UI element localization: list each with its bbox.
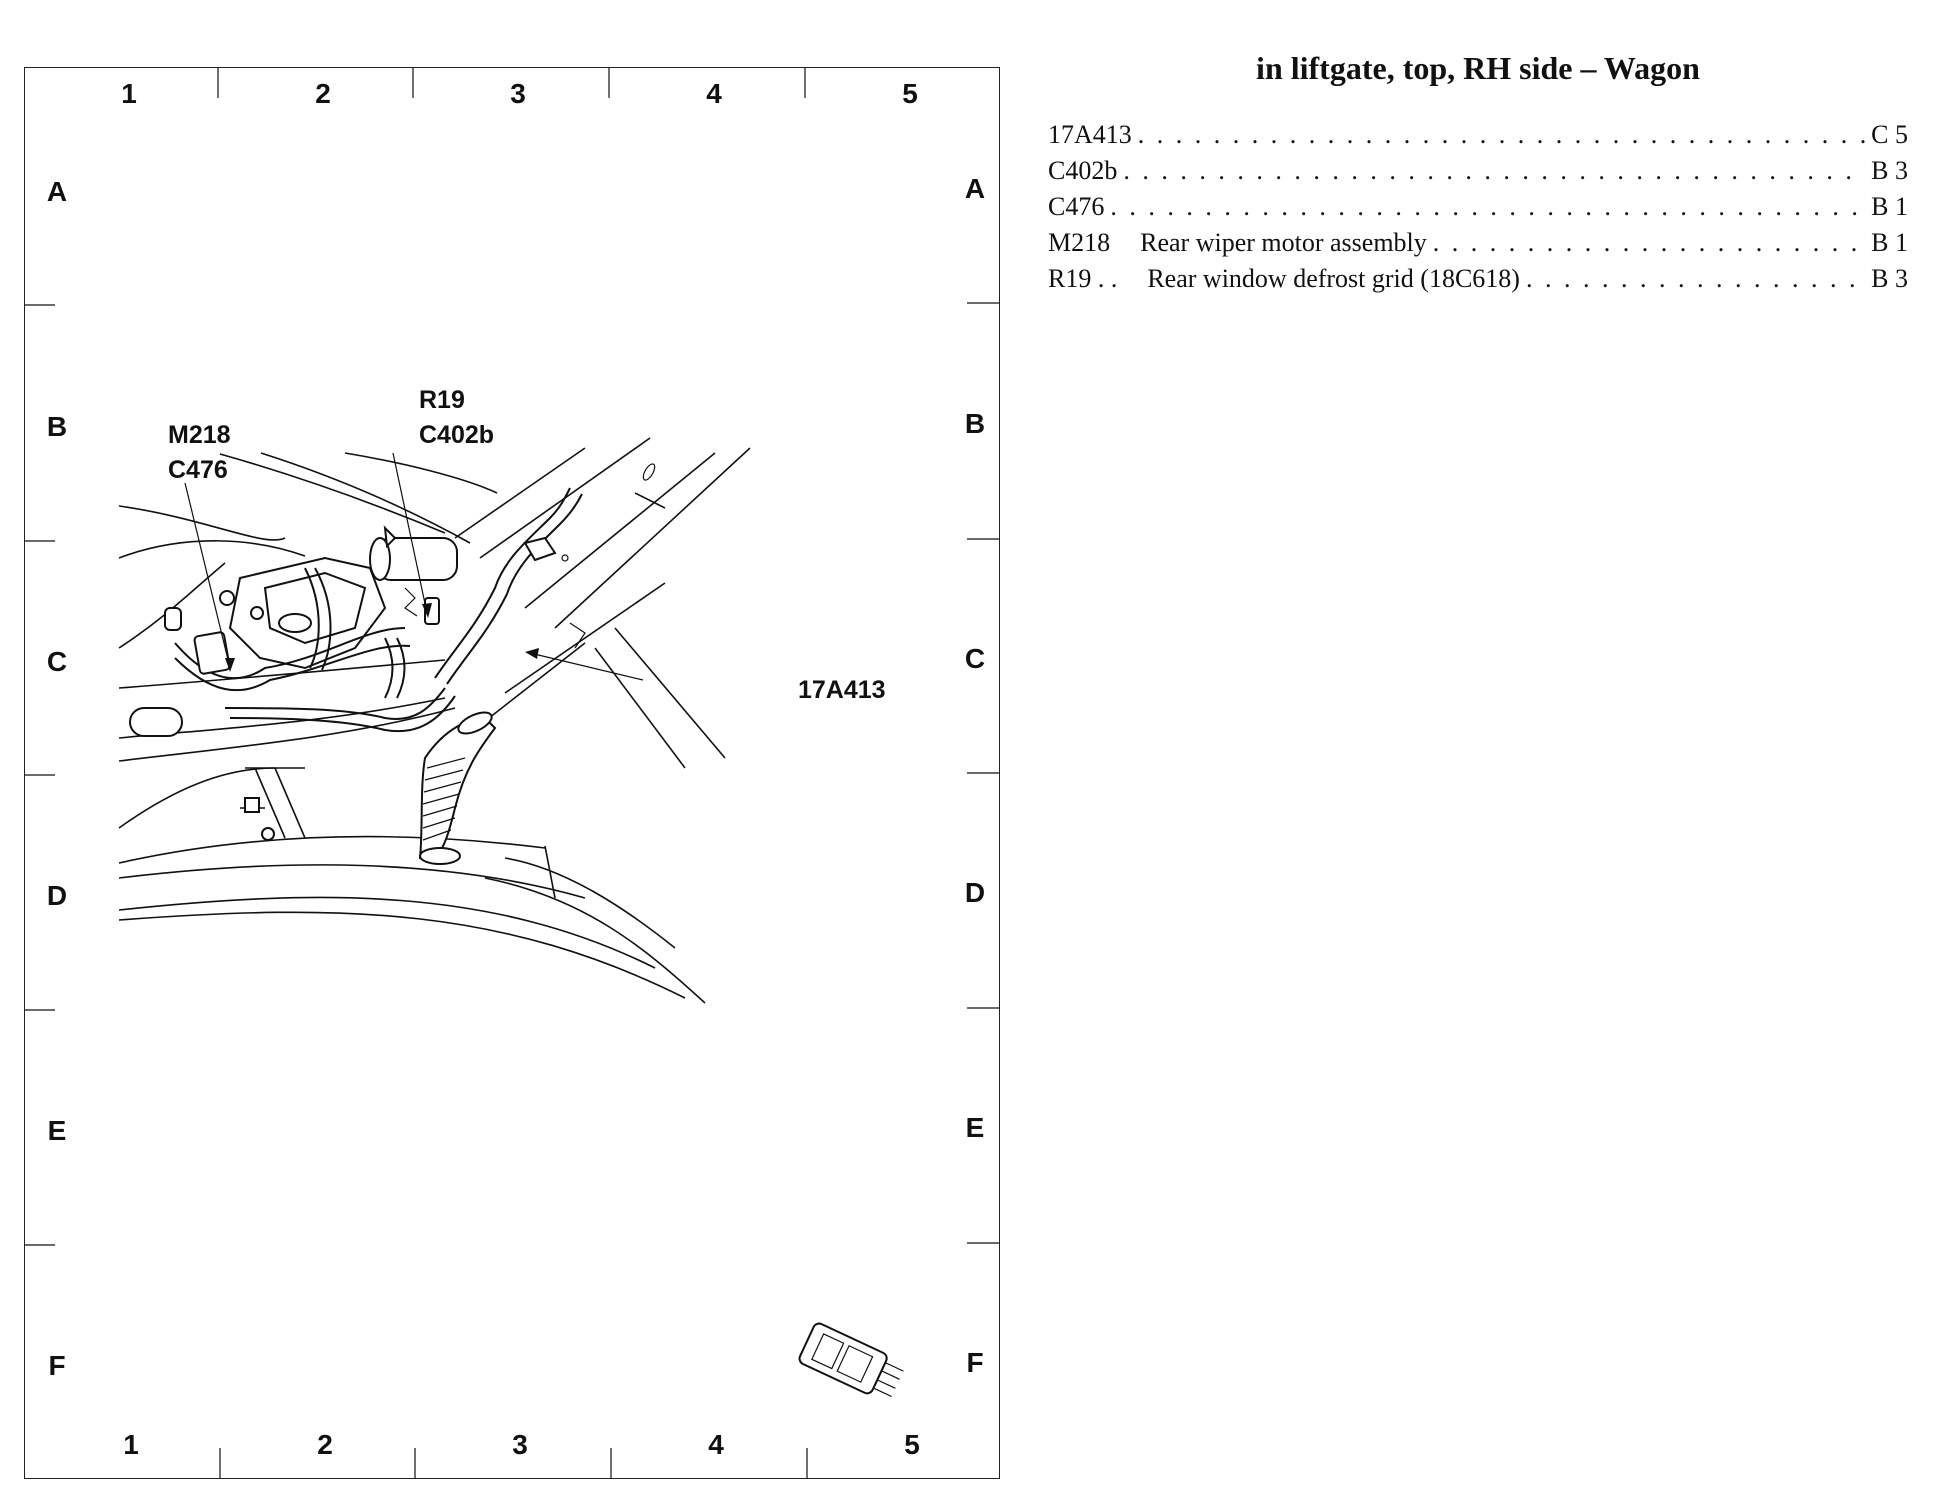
row-label-right-e: E — [966, 1112, 985, 1143]
row-label-left-a: A — [47, 176, 67, 207]
index-entry-c402b: C402b B 3 — [1048, 153, 1908, 189]
callout-r19: R19 — [419, 386, 465, 414]
wiper-motor-assembly — [164, 525, 458, 670]
dot-leader — [1433, 225, 1865, 261]
index-code: R19 . . — [1048, 264, 1118, 293]
col-label-bottom-4: 4 — [708, 1429, 724, 1460]
dot-leader — [1138, 117, 1865, 153]
index-list: 17A413 C 5 C402b B 3 C476 B 1 M218 Rear … — [1048, 117, 1908, 297]
col-label-top-5: 5 — [902, 78, 918, 109]
row-label-left-b: B — [47, 411, 67, 442]
grid-ticks — [25, 68, 999, 1478]
dot-leader — [1110, 189, 1865, 225]
row-label-right-d: D — [965, 877, 985, 908]
callout-m218: M218 — [168, 421, 231, 449]
index-code: C402b — [1048, 156, 1118, 185]
diagram-frame: 1 2 3 4 5 1 2 3 4 5 A B C D E F A B C D … — [24, 67, 1000, 1479]
wiring-harness-17a413 — [174, 487, 586, 733]
index-code: 17A413 — [1048, 120, 1132, 149]
vehicle-orientation-icon — [798, 1322, 904, 1398]
row-label-left-d: D — [47, 880, 67, 911]
corrugated-grommet — [418, 711, 497, 865]
row-label-right-c: C — [965, 643, 985, 674]
col-label-bottom-5: 5 — [904, 1429, 920, 1460]
index-location: B 3 — [1871, 156, 1908, 185]
callout-c476: C476 — [168, 456, 228, 484]
row-label-left-e: E — [48, 1115, 67, 1146]
index-description: Rear window defrost grid (18C618) — [1147, 264, 1520, 293]
col-label-top-3: 3 — [510, 78, 526, 109]
col-label-bottom-2: 2 — [317, 1429, 333, 1460]
callout-c402b: C402b — [419, 421, 494, 449]
callout-17a413: 17A413 — [798, 676, 886, 704]
row-label-right-f: F — [966, 1347, 983, 1378]
col-label-bottom-1: 1 — [123, 1429, 139, 1460]
index-code: C476 — [1048, 192, 1105, 221]
callout-leaders — [184, 452, 644, 681]
index-entry-c476: C476 B 1 — [1048, 189, 1908, 225]
index-description: Rear wiper motor assembly — [1140, 228, 1427, 257]
component-index: in liftgate, top, RH side – Wagon 17A413… — [1048, 50, 1908, 297]
row-label-right-b: B — [965, 408, 985, 439]
index-entry-17a413: 17A413 C 5 — [1048, 117, 1908, 153]
index-entry-m218: M218 Rear wiper motor assembly B 1 — [1048, 225, 1908, 261]
liftgate-body-outline — [118, 437, 751, 1004]
row-label-right-a: A — [965, 173, 985, 204]
row-label-left-c: C — [47, 646, 67, 677]
col-label-bottom-3: 3 — [512, 1429, 528, 1460]
index-location: B 1 — [1871, 192, 1908, 221]
index-location: B 3 — [1871, 264, 1908, 293]
liftgate-wiring-illustration: 1 2 3 4 5 1 2 3 4 5 A B C D E F A B C D … — [25, 68, 999, 1478]
index-entry-r19: R19 . . Rear window defrost grid (18C618… — [1048, 261, 1908, 297]
col-label-top-4: 4 — [706, 78, 722, 109]
index-title: in liftgate, top, RH side – Wagon — [1256, 50, 1700, 86]
index-location: C 5 — [1871, 120, 1908, 149]
col-label-top-2: 2 — [315, 78, 331, 109]
row-label-left-f: F — [48, 1350, 65, 1381]
col-label-top-1: 1 — [121, 78, 137, 109]
dot-leader — [1123, 153, 1865, 189]
index-location: B 1 — [1871, 228, 1908, 257]
dot-leader — [1526, 261, 1865, 297]
index-code: M218 — [1048, 228, 1111, 257]
